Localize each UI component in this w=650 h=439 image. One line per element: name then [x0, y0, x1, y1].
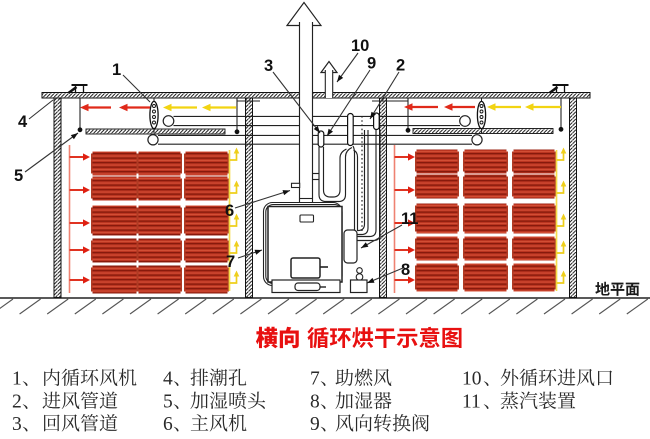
svg-text:11: 11: [401, 210, 418, 228]
svg-text:2: 2: [12, 392, 22, 413]
svg-text:10: 10: [462, 369, 482, 390]
svg-text:5: 5: [14, 167, 23, 185]
svg-text:6: 6: [163, 414, 173, 435]
svg-text:11: 11: [462, 392, 481, 413]
svg-text:10: 10: [351, 37, 369, 55]
svg-text:1: 1: [112, 61, 121, 79]
svg-text:3: 3: [264, 57, 273, 75]
svg-text:9: 9: [367, 55, 376, 73]
svg-text:8: 8: [401, 261, 410, 279]
svg-text:7: 7: [226, 253, 235, 271]
svg-text:5: 5: [163, 392, 173, 413]
svg-text:4: 4: [18, 113, 28, 131]
svg-text:8: 8: [310, 392, 320, 413]
svg-text:3: 3: [12, 414, 22, 435]
svg-text:6: 6: [225, 202, 234, 220]
svg-text:2: 2: [396, 57, 405, 75]
svg-text:7: 7: [310, 369, 320, 390]
svg-text:9: 9: [310, 414, 320, 435]
svg-text:1: 1: [12, 369, 22, 390]
svg-text:4: 4: [163, 369, 173, 390]
